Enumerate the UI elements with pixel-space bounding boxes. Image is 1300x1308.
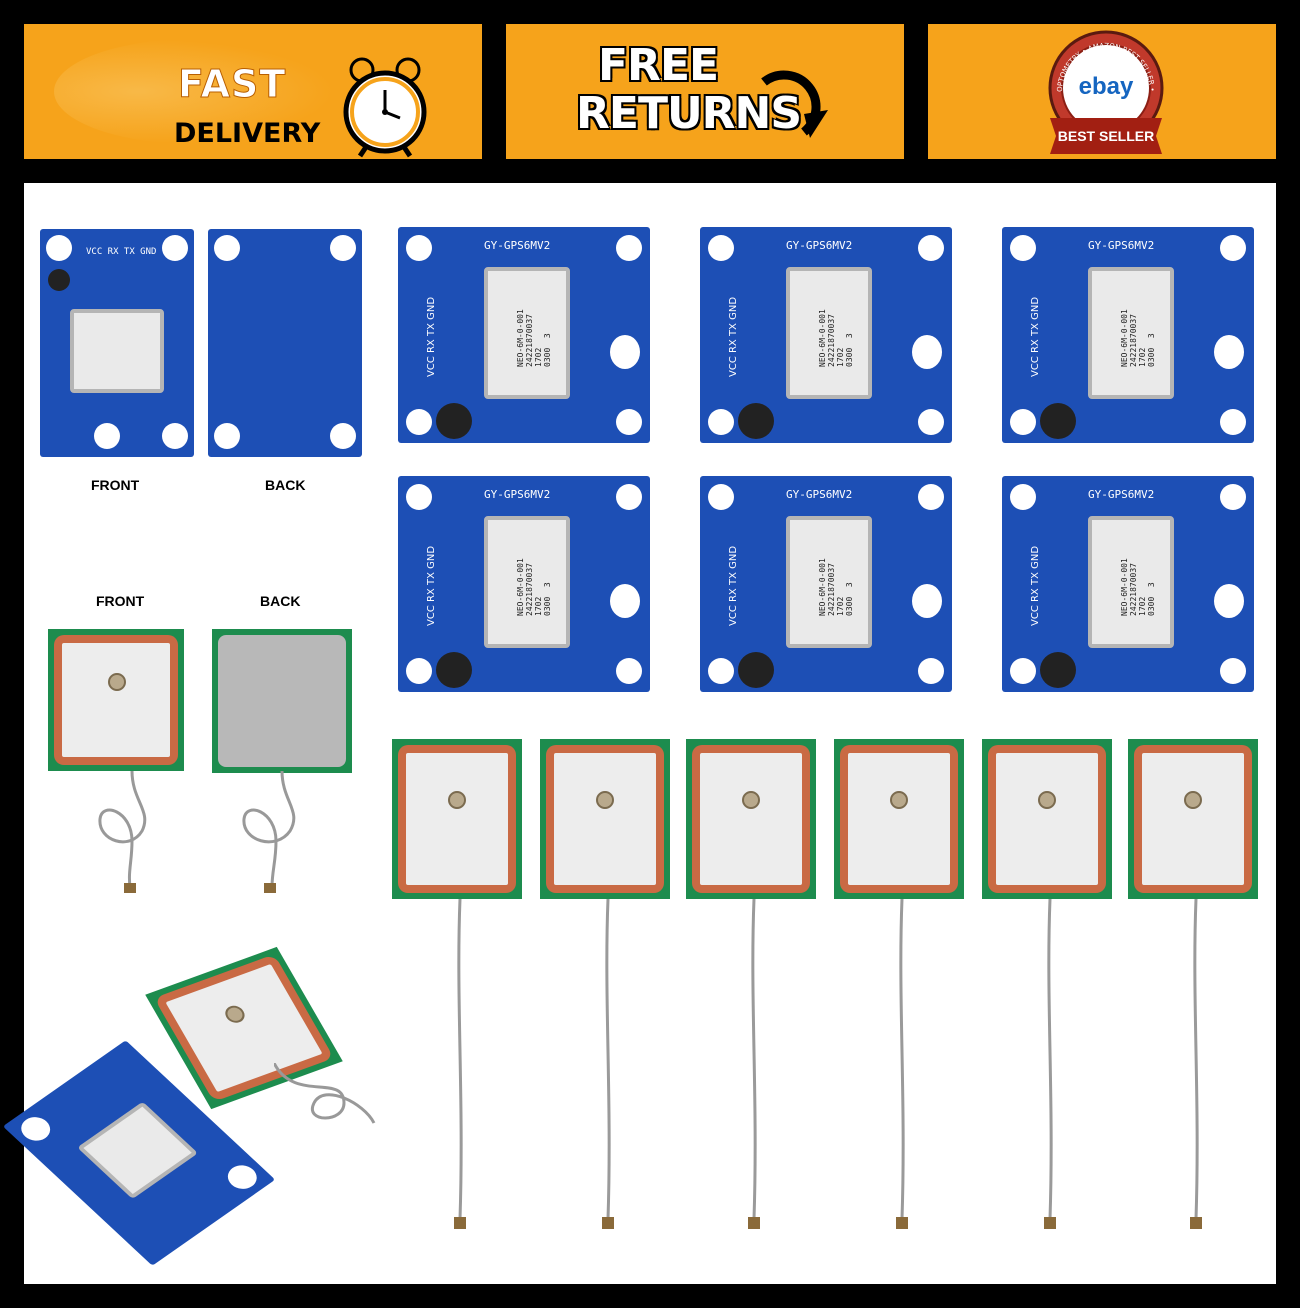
chip-marking: NEO-6M-0-001 24221870037 1702 0300 3 xyxy=(516,309,552,367)
module-front-board: VCC RX TX GND xyxy=(40,229,194,457)
delivery-label: DELIVERY xyxy=(174,118,321,149)
gps-module-board: GY-GPS6MV2 VCC RX TX GND NEO-6M-0-001 24… xyxy=(398,476,650,692)
module-pin-labels: VCC RX TX GND xyxy=(426,296,437,377)
antenna-front-cable xyxy=(98,771,147,893)
patch-antenna xyxy=(392,739,522,899)
antenna-back xyxy=(212,629,352,773)
patch-antenna xyxy=(1128,739,1258,899)
fast-label: FAST xyxy=(177,62,287,107)
gps-module-board: GY-GPS6MV2 VCC RX TX GND NEO-6M-0-001 24… xyxy=(700,227,952,443)
fast-delivery-banner: FAST DELIVERY xyxy=(24,24,482,159)
product-panel: VCC RX TX GND FRONT BACK GY-GPS6MV2 VCC … xyxy=(2,183,1276,1284)
patch-antenna xyxy=(982,739,1112,899)
free-label: FREE xyxy=(598,40,719,91)
gps-module-board: GY-GPS6MV2 VCC RX TX GND NEO-6M-0-001 24… xyxy=(398,227,650,443)
module-model-label: GY-GPS6MV2 xyxy=(1088,239,1155,252)
ebay-logo-text: ebay xyxy=(1079,73,1134,100)
back-caption: BACK xyxy=(265,477,306,493)
antenna-cable xyxy=(602,899,614,1229)
module-pin-labels: VCC RX TX GND xyxy=(426,545,437,626)
patch-antenna xyxy=(540,739,670,899)
best-seller-ribbon-text: BEST SELLER xyxy=(1058,128,1154,144)
antenna-cable xyxy=(1044,899,1056,1229)
free-returns-text: FREE RETURNS xyxy=(576,40,802,139)
return-arrow-icon xyxy=(761,70,828,138)
module-model-label: GY-GPS6MV2 xyxy=(786,239,853,252)
module-model-label: GY-GPS6MV2 xyxy=(786,488,853,501)
antenna-front-caption: FRONT xyxy=(96,593,145,609)
best-seller-banner: OPTOMETRY • AMAZON BEST SELLER • KINDLE … xyxy=(928,24,1276,159)
module-pin-labels: VCC RX TX GND xyxy=(728,545,739,626)
gps-module-board: GY-GPS6MV2 VCC RX TX GND NEO-6M-0-001 24… xyxy=(1002,476,1254,692)
antenna-back-cable xyxy=(242,771,296,893)
antenna-cable xyxy=(896,899,908,1229)
chip-marking: NEO-6M-0-001 24221870037 1702 0300 3 xyxy=(1120,309,1156,367)
chip-marking: NEO-6M-0-001 24221870037 1702 0300 3 xyxy=(818,558,854,616)
module-pin-labels: VCC RX TX GND xyxy=(728,296,739,377)
module-model-label: GY-GPS6MV2 xyxy=(1088,488,1155,501)
free-returns-banner: FREE RETURNS xyxy=(506,24,904,159)
alarm-clock-icon xyxy=(343,57,427,158)
front-pin-labels: VCC RX TX GND xyxy=(86,247,157,257)
module-back-board xyxy=(208,229,362,457)
chip-marking: NEO-6M-0-001 24221870037 1702 0300 3 xyxy=(818,309,854,367)
antenna-cable xyxy=(748,899,760,1229)
module-model-label: GY-GPS6MV2 xyxy=(484,239,551,252)
antenna-front xyxy=(48,629,184,771)
module-model-label: GY-GPS6MV2 xyxy=(484,488,551,501)
module-pin-labels: VCC RX TX GND xyxy=(1030,545,1041,626)
patch-antenna xyxy=(834,739,964,899)
antenna-cable xyxy=(454,899,466,1229)
antenna-back-caption: BACK xyxy=(260,593,301,609)
front-caption: FRONT xyxy=(91,477,140,493)
returns-label: RETURNS xyxy=(576,88,802,139)
best-seller-seal-icon: OPTOMETRY • AMAZON BEST SELLER • KINDLE … xyxy=(1040,26,1164,154)
antenna-cable xyxy=(1190,899,1202,1229)
combo-cable xyxy=(274,1063,376,1124)
chip-marking: NEO-6M-0-001 24221870037 1702 0300 3 xyxy=(516,558,552,616)
gps-module-board: GY-GPS6MV2 VCC RX TX GND NEO-6M-0-001 24… xyxy=(700,476,952,692)
flames-graphic xyxy=(54,39,334,144)
gps-module-board: GY-GPS6MV2 VCC RX TX GND NEO-6M-0-001 24… xyxy=(1002,227,1254,443)
chip-marking: NEO-6M-0-001 24221870037 1702 0300 3 xyxy=(1120,558,1156,616)
patch-antenna xyxy=(686,739,816,899)
module-pin-labels: VCC RX TX GND xyxy=(1030,296,1041,377)
